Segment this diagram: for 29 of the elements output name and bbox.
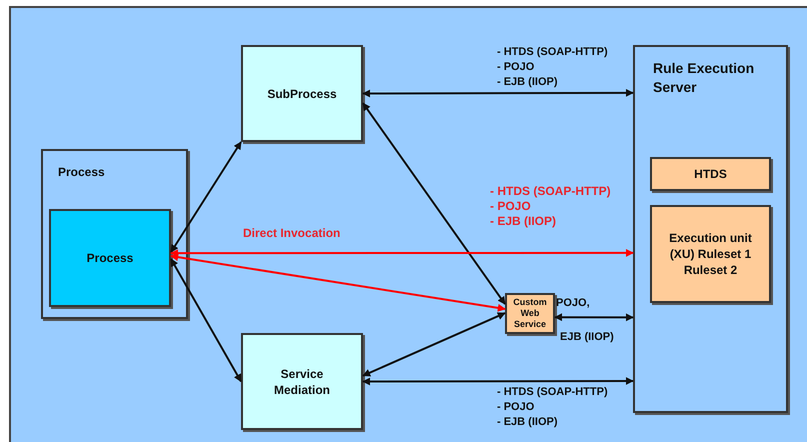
box-label: HTDS [693, 166, 728, 182]
component-box [650, 157, 771, 191]
process-box [49, 209, 171, 307]
arrow [362, 377, 634, 386]
server-box [633, 45, 788, 413]
box-label: SubProcess [266, 86, 338, 102]
arrow [362, 102, 506, 305]
box-label: Execution unit (XU) Ruleset 1 Ruleset 2 [668, 230, 753, 278]
arrow [362, 312, 506, 377]
component-box [650, 205, 771, 303]
arrow [170, 258, 242, 382]
box-heading: Process [58, 164, 106, 181]
process-box [241, 333, 363, 430]
box-heading: Rule Execution Server [653, 59, 756, 97]
process-box [241, 45, 363, 142]
edge-label: - HTDS (SOAP-HTTP) - POJO - EJB (IIOP) [497, 385, 608, 430]
arrow [170, 253, 506, 312]
box-label: Custom Web Service [512, 297, 548, 330]
arrow [170, 141, 242, 253]
arrow [554, 313, 634, 322]
box-label: Service Mediation [273, 366, 331, 398]
edge-label: - HTDS (SOAP-HTTP) - POJO - EJB (IIOP) [497, 45, 608, 90]
protocol-label: EJB (IIOP) [560, 330, 614, 344]
container-box [41, 149, 188, 319]
protocol-list: - HTDS (SOAP-HTTP) - POJO - EJB (IIOP) [490, 184, 611, 229]
arrow [170, 248, 634, 258]
box-label: Process [86, 250, 134, 266]
arrow [362, 88, 634, 98]
service-box [505, 293, 555, 334]
